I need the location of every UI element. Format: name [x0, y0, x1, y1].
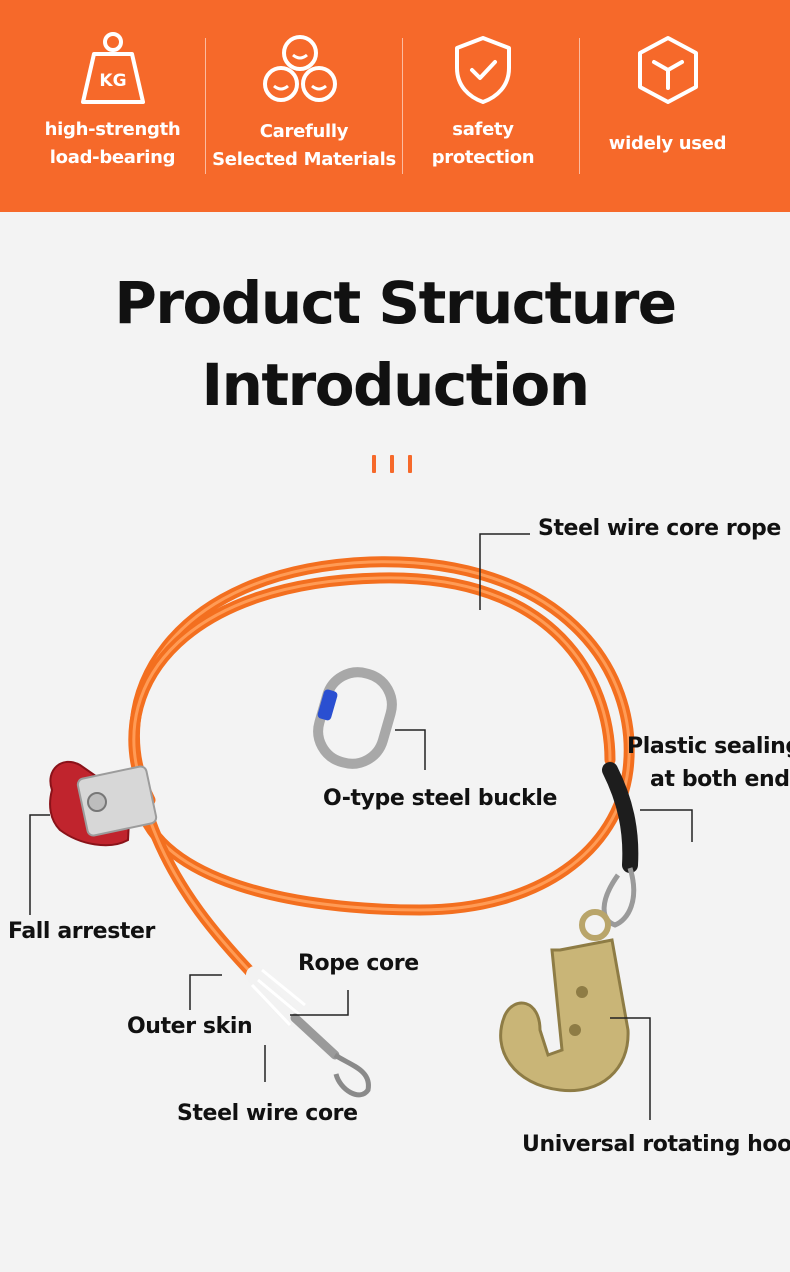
feature-materials: Carefully Selected Materials [206, 0, 402, 212]
universal-rotating-hook [499, 909, 630, 1093]
feature-safety: safety protection [403, 0, 579, 212]
product-illustration [29, 533, 693, 1120]
plastic-sealing [602, 762, 639, 873]
feature-label: widely used [608, 133, 727, 154]
steel-wire-core-rope [128, 556, 635, 986]
feature-label: safety protection [431, 119, 535, 168]
shield-check-icon [455, 36, 511, 104]
callout-lines [29, 533, 693, 1120]
feature-label: high-strength load-bearing [44, 119, 181, 168]
kg-label: KG [99, 71, 126, 91]
label-o-type-buckle: O-type steel buckle [323, 786, 558, 811]
kg-weight-icon: KG [81, 32, 145, 104]
feature-banner: KG high-strength load-bearing Carefully … [0, 0, 790, 212]
materials-circles-icon [263, 35, 337, 102]
label-plastic-sealing-line2: at both ends [650, 767, 790, 792]
label-steel-wire-core: Steel wire core [177, 1101, 358, 1126]
o-type-steel-buckle [313, 667, 397, 769]
feature-label: Carefully Selected Materials [212, 121, 396, 170]
banner-divider [205, 38, 206, 174]
cube-icon [638, 36, 698, 104]
feature-high-strength: KG high-strength load-bearing [20, 0, 205, 212]
label-steel-wire-core-rope: Steel wire core rope [538, 516, 781, 541]
label-fall-arrester: Fall arrester [8, 919, 155, 944]
label-rope-core: Rope core [298, 951, 419, 976]
banner-divider [402, 38, 403, 174]
label-universal-hook: Universal rotating hook [522, 1132, 790, 1157]
label-outer-skin: Outer skin [127, 1014, 253, 1039]
page-title-line1: Product Structure [114, 269, 677, 337]
banner-divider [579, 38, 580, 174]
fall-arrester [49, 760, 158, 847]
rope-end [246, 966, 371, 1098]
label-plastic-sealing-line1: Plastic sealing [627, 734, 790, 759]
wire-loop [601, 867, 637, 928]
page-title-line2: Introduction [201, 351, 590, 419]
feature-widely-used: widely used [580, 0, 755, 212]
